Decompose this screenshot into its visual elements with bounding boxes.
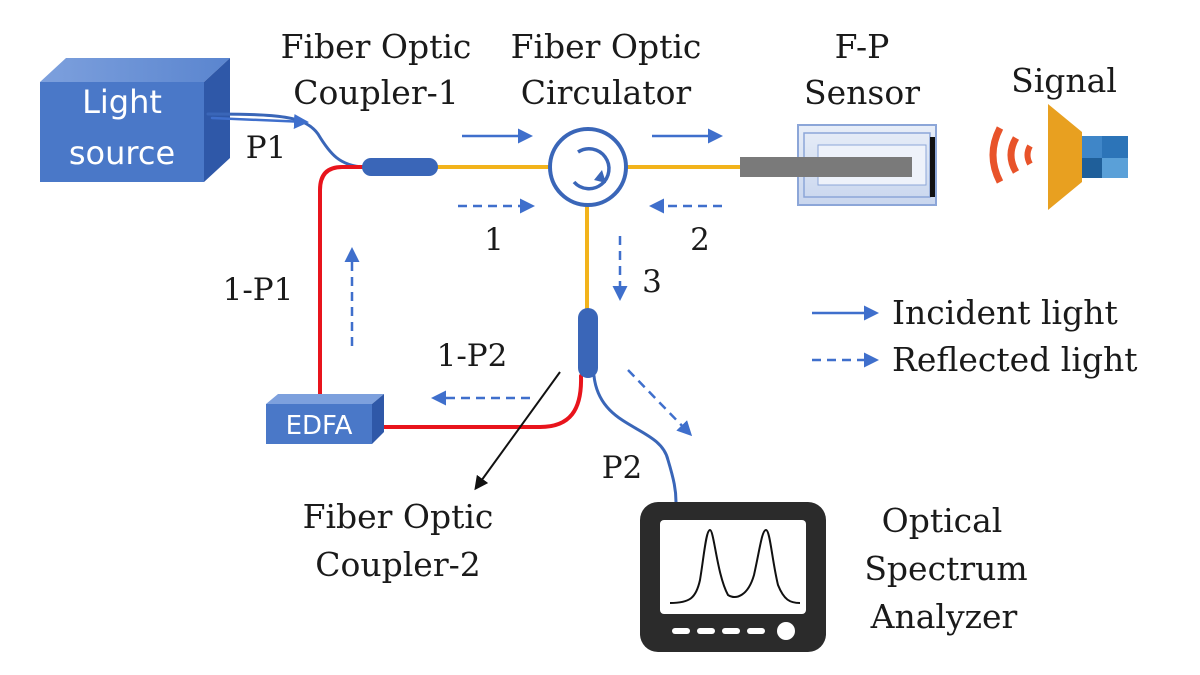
reflected-arrows (344, 198, 722, 437)
p2-label: P2 (602, 450, 643, 486)
fibers (206, 112, 742, 504)
coupler-1 (362, 158, 438, 176)
legend: Incident light Reflected light (812, 293, 1138, 379)
light-source-box: Light source (40, 58, 230, 182)
sensor-title-line1: F-P (835, 27, 890, 66)
source-output-arrow (210, 113, 309, 129)
speaker-icon (989, 104, 1128, 210)
osa-title-line1: Optical (882, 501, 1003, 540)
legend-incident-label: Incident light (892, 293, 1118, 332)
coupler2-title-line1: Fiber Optic (303, 497, 494, 536)
light-source-label-line2: source (69, 134, 175, 172)
port1-label: 1 (484, 222, 504, 258)
osa-title-line3: Analyzer (870, 597, 1018, 636)
fiber-p2 (592, 374, 678, 504)
signal-title: Signal (1011, 61, 1117, 100)
coupler2-pointer-arrow (474, 371, 561, 491)
fiber-1-p1 (318, 165, 366, 402)
port2-label: 2 (690, 222, 710, 258)
circulator-title-line2: Circulator (521, 73, 692, 112)
edfa-box: EDFA (266, 394, 384, 444)
reflected-arrow-to-osa (627, 369, 693, 437)
fiber-p1 (206, 112, 366, 169)
fiber-1-p2 (370, 374, 584, 429)
spectrum-trace (669, 528, 801, 604)
light-source-label-line1: Light (82, 83, 162, 121)
1-p2-label: 1-P2 (437, 338, 508, 374)
edfa-label: EDFA (286, 411, 353, 441)
osa-title-line2: Spectrum (864, 549, 1027, 588)
1-p1-label: 1-P1 (223, 272, 294, 308)
p1-label: P1 (246, 130, 287, 166)
fp-sensor (740, 124, 937, 206)
port3-label: 3 (642, 264, 662, 300)
legend-reflected-label: Reflected light (892, 340, 1138, 379)
spectrum-analyzer-icon (640, 502, 826, 652)
coupler2-title-line2: Coupler-2 (315, 545, 481, 584)
sensor-title-line2: Sensor (804, 73, 920, 112)
circulator-title-line1: Fiber Optic (511, 27, 702, 66)
circulator-icon (548, 127, 628, 207)
labels: Fiber Optic Coupler-1 Fiber Optic Circul… (223, 27, 1117, 636)
coupler-2 (578, 308, 598, 378)
coupler1-title-line2: Coupler-1 (293, 73, 459, 112)
coupler1-title-line1: Fiber Optic (281, 27, 472, 66)
